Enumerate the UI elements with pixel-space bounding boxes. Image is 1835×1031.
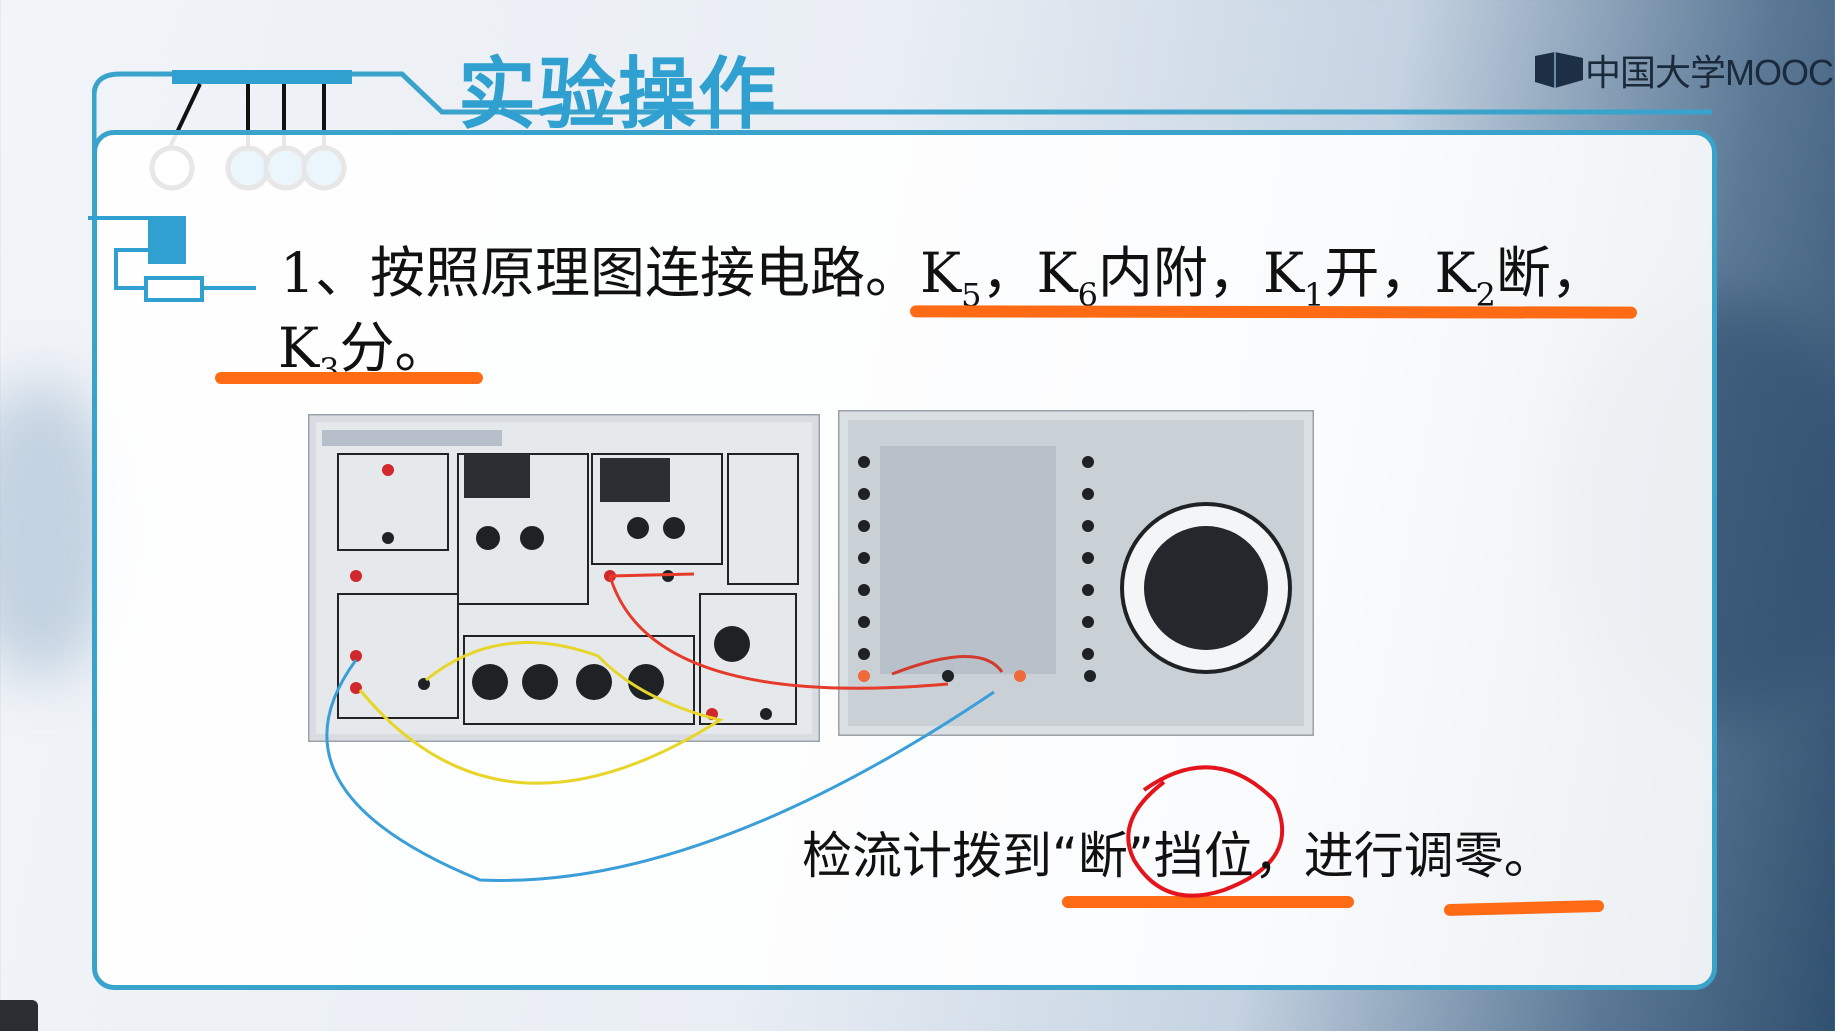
switch-k5: K5 [920,241,982,314]
step-instruction: 1、按照原理图连接电路。K5，K6内附，K1开，K2断， [280,228,1606,314]
connecting-wires [325,572,1004,882]
mooc-logo-icon [1535,52,1583,88]
underline-k3 [215,372,483,384]
separator: ， [1207,241,1263,305]
galvanometer-note: 检流计拨到“断”挡位，进行调零。 [802,827,1554,885]
step-lead: 1、按照原理图连接电路。 [280,241,920,305]
instrument-panel-fb322 [308,414,820,742]
underline-off-position [1062,896,1354,908]
circuit-corner-icon [88,216,256,302]
red-circle-mark [1126,765,1285,898]
underline-switches [909,305,1638,319]
instrument-panel-fb325 [838,410,1314,736]
switch-k2: K2断 [1434,241,1551,314]
logo-text: 中国大学MOOC [1585,52,1834,93]
corner-control [0,1000,38,1031]
switch-k1: K1开 [1262,241,1380,314]
mooc-logo: 中国大学MOOC [1533,44,1834,96]
switch-k3: K3分。 [278,316,450,389]
switch-k6: K6内附 [1036,241,1208,314]
separator: ， [1550,241,1606,305]
slide-title: 实验操作 [458,50,779,140]
separator: ， [1379,241,1435,305]
separator: ， [981,241,1037,305]
